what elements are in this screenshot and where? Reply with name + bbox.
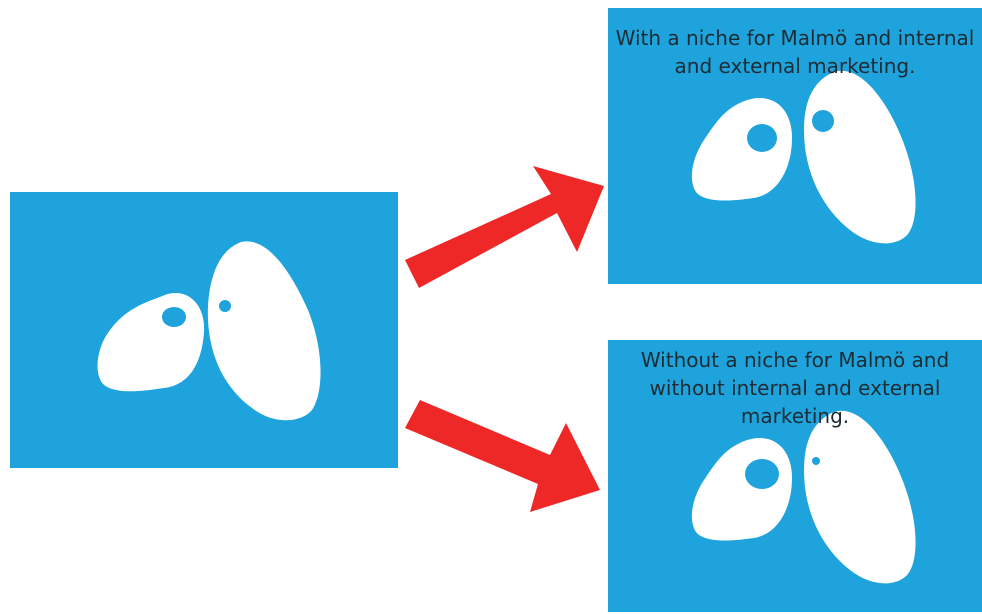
mascot-right-eye xyxy=(804,410,916,584)
mascot-left-eye xyxy=(691,98,792,201)
outcome-panel-without-niche: Without a niche for Malmö and without in… xyxy=(608,340,982,612)
mascot-eyes-icon xyxy=(691,410,916,584)
mascot-right-pupil xyxy=(219,300,231,312)
mascot-right-pupil xyxy=(812,457,820,465)
outcome-caption: Without a niche for Malmö and without in… xyxy=(640,348,950,428)
outcome-caption: With a niche for Malmö and internal and … xyxy=(615,26,975,78)
mascot-right-eye xyxy=(804,70,916,244)
arrow-up-right-icon xyxy=(405,166,604,288)
mascot-right-eye xyxy=(207,241,321,421)
outcome-panel-with-niche: With a niche for Malmö and internal and … xyxy=(608,8,982,284)
mascot-left-pupil xyxy=(747,124,777,152)
mascot-left-pupil xyxy=(162,307,186,327)
mascot-right-pupil xyxy=(812,110,834,132)
source-panel xyxy=(10,192,398,468)
mascot-eyes-icon xyxy=(97,241,321,421)
mascot-left-pupil xyxy=(745,459,779,489)
arrow-down-right-icon xyxy=(405,400,600,512)
mascot-eyes-icon xyxy=(691,70,916,244)
